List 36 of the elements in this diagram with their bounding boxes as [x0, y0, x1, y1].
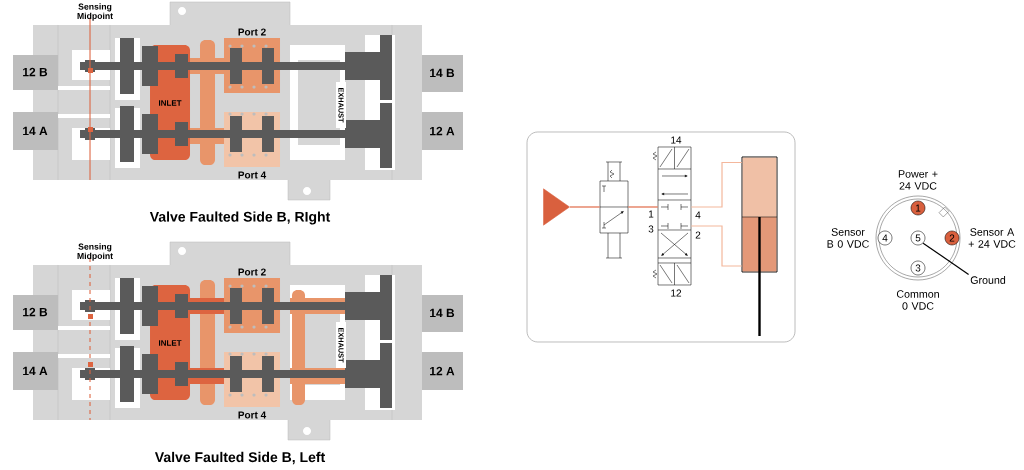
port-label: 14 A: [23, 366, 48, 376]
port-label: Port 4: [238, 171, 267, 179]
port-label: 12 A: [430, 366, 455, 376]
caption: Valve Faulted Side B, RIght: [149, 211, 331, 225]
port-label: 14 A: [23, 126, 48, 136]
sensing-label: Sensing Midpoint: [77, 243, 113, 261]
pin-label: Power + 24 VDC: [898, 170, 938, 190]
port-number: 1: [648, 210, 654, 218]
chamber-label: INLET: [159, 100, 182, 106]
port-label: 14 B: [430, 68, 455, 78]
pipe-line: [690, 225, 743, 267]
port-label: Port 2: [238, 28, 266, 36]
pin-label: Sensor B 0 VDC: [827, 228, 869, 248]
pin-label: Common 0 VDC: [896, 290, 939, 310]
pipe-line: [690, 161, 743, 208]
pin-label: Sensor A + 24 VDC: [968, 228, 1016, 248]
directional-valve-symbol: [652, 146, 692, 286]
port-label: Port 2: [238, 268, 266, 276]
port-number: 3: [648, 225, 654, 233]
pin-label: Ground: [970, 276, 1006, 284]
chamber-label: INLET: [159, 340, 182, 346]
cylinder-symbol: [741, 156, 778, 336]
supply-triangle: [543, 188, 570, 226]
port-label: 12 A: [430, 126, 455, 136]
port-label: 12 B: [23, 307, 48, 317]
port-label: 14 B: [430, 308, 455, 318]
leader-line: [922, 242, 970, 276]
port-label: Port 4: [238, 411, 267, 419]
port-number: 4: [695, 211, 701, 219]
sensing-label: Sensing Midpoint: [77, 3, 113, 21]
caption: Valve Faulted Side B, Left: [154, 451, 326, 465]
port-label: 12 B: [23, 67, 48, 77]
pipe-line: [569, 206, 601, 208]
pilot-valve-symbol: [599, 161, 629, 259]
pipe-line: [627, 206, 659, 208]
port-number: 2: [695, 231, 701, 239]
